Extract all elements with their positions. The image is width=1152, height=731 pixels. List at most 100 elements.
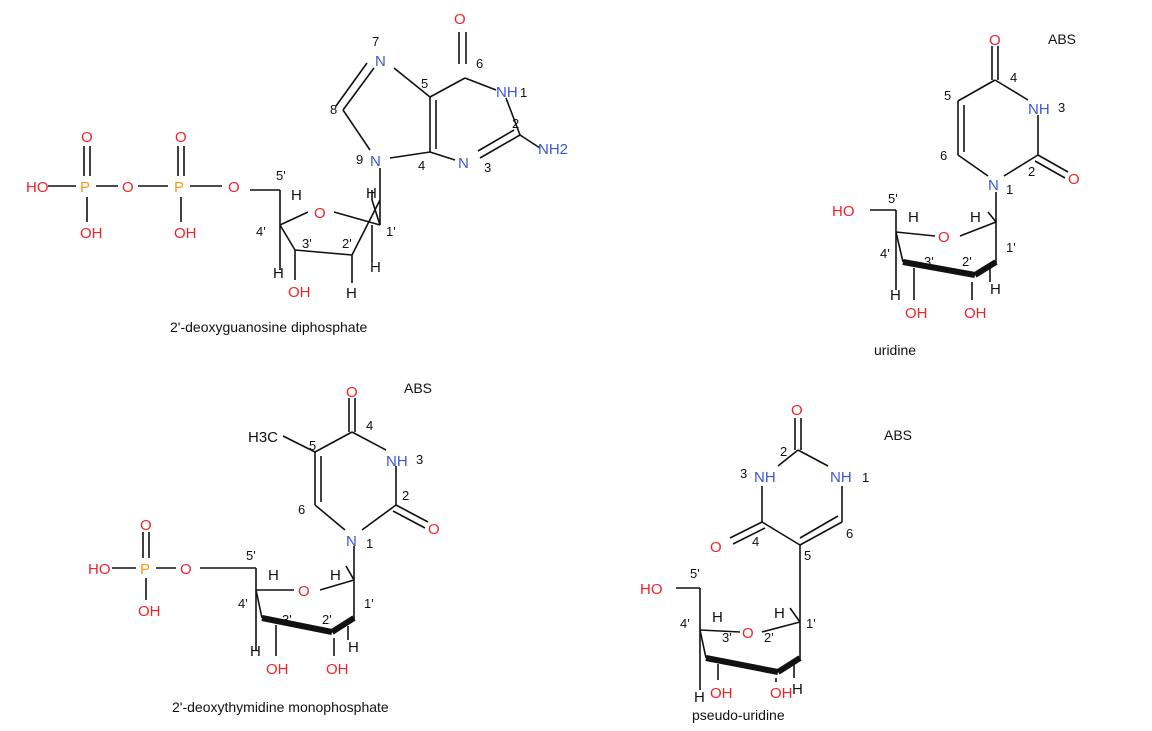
atom-o-term1: O <box>81 129 93 146</box>
stereo-flag: ABS <box>1048 31 1076 47</box>
locant: 5' <box>690 566 700 581</box>
atom-h2: H <box>990 281 1001 298</box>
atom-oh3: OH <box>288 284 311 301</box>
atom-o4: O <box>710 539 722 556</box>
atom-n3: NH <box>754 469 776 486</box>
atom-o6: O <box>454 11 466 28</box>
locant: 3' <box>302 236 312 251</box>
atom-ho: HO <box>88 561 111 578</box>
locant: 5' <box>246 548 256 563</box>
molecule-caption: uridine <box>874 342 916 358</box>
atom-o2: O <box>428 521 440 538</box>
atom-o4-ring: O <box>938 229 950 246</box>
locant: 4 <box>418 158 425 173</box>
atom-oh3: OH <box>905 305 928 322</box>
atom-h4: H <box>268 567 279 584</box>
locant: 3' <box>282 612 292 627</box>
atom-methyl: H3C <box>248 429 278 446</box>
molecule-caption: pseudo-uridine <box>692 707 785 723</box>
atom-o4-ring: O <box>298 583 310 600</box>
locant: 1 <box>862 470 869 485</box>
atom-h3: H <box>890 287 901 304</box>
atom-h1: H <box>366 185 377 202</box>
locant: 2' <box>962 254 972 269</box>
atom-oh2: OH <box>326 661 349 678</box>
atom-h1: H <box>330 567 341 584</box>
locant: 5 <box>421 76 428 91</box>
locant: 5' <box>276 168 286 183</box>
locant: 1' <box>806 616 816 631</box>
locant: 1' <box>1006 240 1016 255</box>
locant: 6 <box>940 148 947 163</box>
molecule-uridine: ABS O NH O N HO O OH OH H H H H 4 5 3 6 … <box>832 31 1080 358</box>
locant: 2 <box>780 444 787 459</box>
atom-h3: H <box>694 689 705 706</box>
atom-n1: NH <box>830 469 852 486</box>
locant: 1 <box>366 536 373 551</box>
atom-p: P <box>140 561 150 578</box>
atom-n9: N <box>370 153 381 170</box>
locant: 2' <box>342 236 352 251</box>
locant: 3' <box>722 630 732 645</box>
atom-o-term2: O <box>175 129 187 146</box>
atom-n3: N <box>458 155 469 172</box>
atom-n1: N <box>988 177 999 194</box>
locant: 1' <box>386 224 396 239</box>
molecule-dtmp: ABS O NH O N H3C HO P O O OH O OH OH H H… <box>88 380 440 715</box>
atom-oh-p2: OH <box>174 225 197 242</box>
atom-h3: H <box>250 643 261 660</box>
atom-nh2: NH2 <box>538 141 568 158</box>
atom-oh2: OH <box>770 685 793 702</box>
locant: 7 <box>372 34 379 49</box>
locant: 4' <box>238 596 248 611</box>
locant: 3' <box>924 254 934 269</box>
locant: 1 <box>1006 182 1013 197</box>
atom-oh-p1: OH <box>80 225 103 242</box>
atom-h2: H <box>348 639 359 656</box>
locant: 2' <box>322 612 332 627</box>
locant: 4 <box>752 534 759 549</box>
atom-ho: HO <box>26 179 49 196</box>
locant: 5 <box>944 88 951 103</box>
atom-p2: P <box>174 179 184 196</box>
locant: 4 <box>1010 70 1017 85</box>
locant: 4 <box>366 418 373 433</box>
molecule-caption: 2'-deoxythymidine monophosphate <box>172 699 389 715</box>
locant: 3 <box>416 452 423 467</box>
atom-h3: H <box>273 265 284 282</box>
locant: 3 <box>740 466 747 481</box>
stereo-flag: ABS <box>404 380 432 396</box>
atom-oh-p: OH <box>138 603 161 620</box>
atom-o2: O <box>1068 171 1080 188</box>
atom-oh2: OH <box>964 305 987 322</box>
locant: 6 <box>298 502 305 517</box>
locant: 1 <box>520 85 527 100</box>
atom-n1: NH <box>496 84 518 101</box>
locant: 3 <box>484 160 491 175</box>
locant: 4' <box>256 224 266 239</box>
locant: 4' <box>680 616 690 631</box>
atom-o2: O <box>791 402 803 419</box>
atom-h4: H <box>908 209 919 226</box>
locant: 2 <box>512 116 519 131</box>
atom-h4: H <box>291 187 302 204</box>
atom-n3: NH <box>386 453 408 470</box>
atom-h2b: H <box>370 259 381 276</box>
atom-o4-ring: O <box>314 205 326 222</box>
locant: 2 <box>402 488 409 503</box>
locant: 1' <box>364 596 374 611</box>
atom-p1: P <box>80 179 90 196</box>
molecule-pseudouridine: ABS O NH NH O HO O OH OH H H H H 2 3 1 4… <box>640 402 912 723</box>
stereo-flag: ABS <box>884 427 912 443</box>
locant: 8 <box>330 102 337 117</box>
atom-oh3: OH <box>710 685 733 702</box>
atom-h1: H <box>774 605 785 622</box>
atom-ho: HO <box>832 203 855 220</box>
atom-o4: O <box>346 384 358 401</box>
atom-n1: N <box>346 533 357 550</box>
locant: 2 <box>1028 164 1035 179</box>
atom-h2a: H <box>346 285 357 302</box>
atom-h1: H <box>970 209 981 226</box>
locant: 5 <box>309 438 316 453</box>
locant: 6 <box>846 526 853 541</box>
